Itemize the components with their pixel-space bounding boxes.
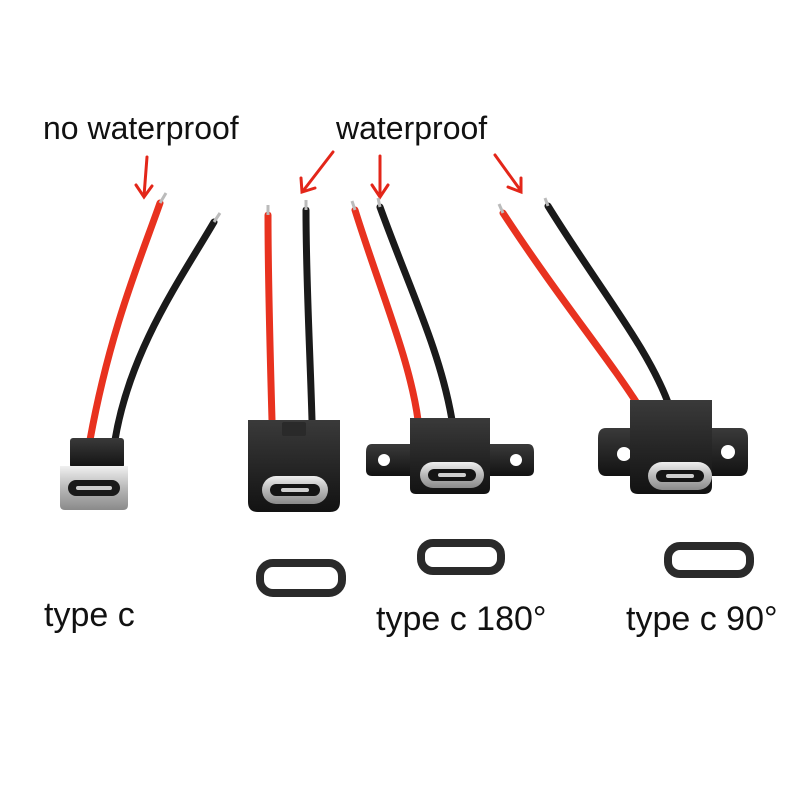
connector-type-c xyxy=(60,192,222,510)
connector-type-c-90 xyxy=(497,197,748,494)
arrow-icon-2 xyxy=(299,150,335,194)
connector-type-c-waterproof xyxy=(248,200,340,512)
arrow-icon-3 xyxy=(370,154,390,200)
seal-ring-3 xyxy=(664,542,754,578)
no-waterproof-label: no waterproof xyxy=(43,110,239,146)
type-c-label: type c xyxy=(44,596,135,634)
arrow-icon-4 xyxy=(493,153,523,195)
type-c-180-label: type c 180° xyxy=(376,600,547,638)
seal-ring-1 xyxy=(256,559,346,597)
type-c-90-label: type c 90° xyxy=(626,600,778,638)
seal-ring-2 xyxy=(417,539,505,575)
arrow-icon-1 xyxy=(134,155,154,200)
connector-type-c-180 xyxy=(350,197,534,494)
waterproof-label: waterproof xyxy=(336,110,488,146)
